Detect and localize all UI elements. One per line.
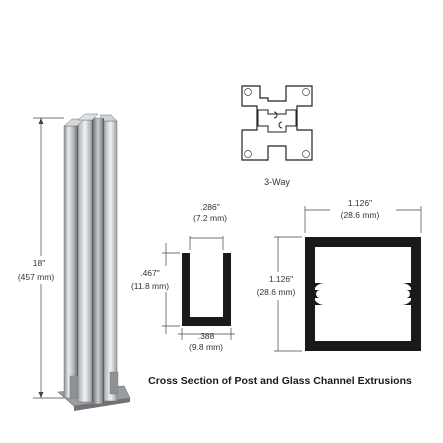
channel-top-width-in: .286" [200,202,220,212]
post-height-mm: (457 mm) [18,272,55,282]
post-height-dimension: 18" (457 mm) [8,117,68,399]
diagram-caption: Cross Section of Post and Glass Channel … [148,375,412,387]
post-fin-right [103,120,118,402]
channel-top-width-mm: (7.2 mm) [193,213,227,223]
channel-height-mm: (11.8 mm) [131,281,169,291]
glass-channel-profile: .286" (7.2 mm) .467" (11.8 mm) .388 (9.8… [122,202,235,352]
post-illustration [57,113,131,411]
square-width-mm: (28.6 mm) [341,210,380,220]
channel-bottom-width-mm: (9.8 mm) [189,342,223,352]
channel-height-in: .467" [140,268,160,278]
channel-extrusion [182,253,231,326]
three-way-profile: 3-Way [241,85,313,187]
square-extrusion [305,237,421,351]
arrow-down-icon [38,392,44,398]
arrow-up-icon [38,118,44,124]
three-way-label: 3-Way [264,177,290,187]
channel-bottom-width-in: .388 [198,331,215,341]
post-fin-center-left [77,119,93,403]
post-fin-left [63,125,78,399]
square-width-in: 1.126" [348,198,372,208]
post-height-inches: 18" [33,258,45,268]
left-slot [313,283,324,305]
square-height-in: 1.126" [269,274,293,284]
post-core [92,117,104,405]
square-height-mm: (28.6 mm) [257,287,296,297]
right-slot [402,283,413,305]
square-post-profile: 1.126" (28.6 mm) 1.126" (28.6 mm) [250,196,422,352]
